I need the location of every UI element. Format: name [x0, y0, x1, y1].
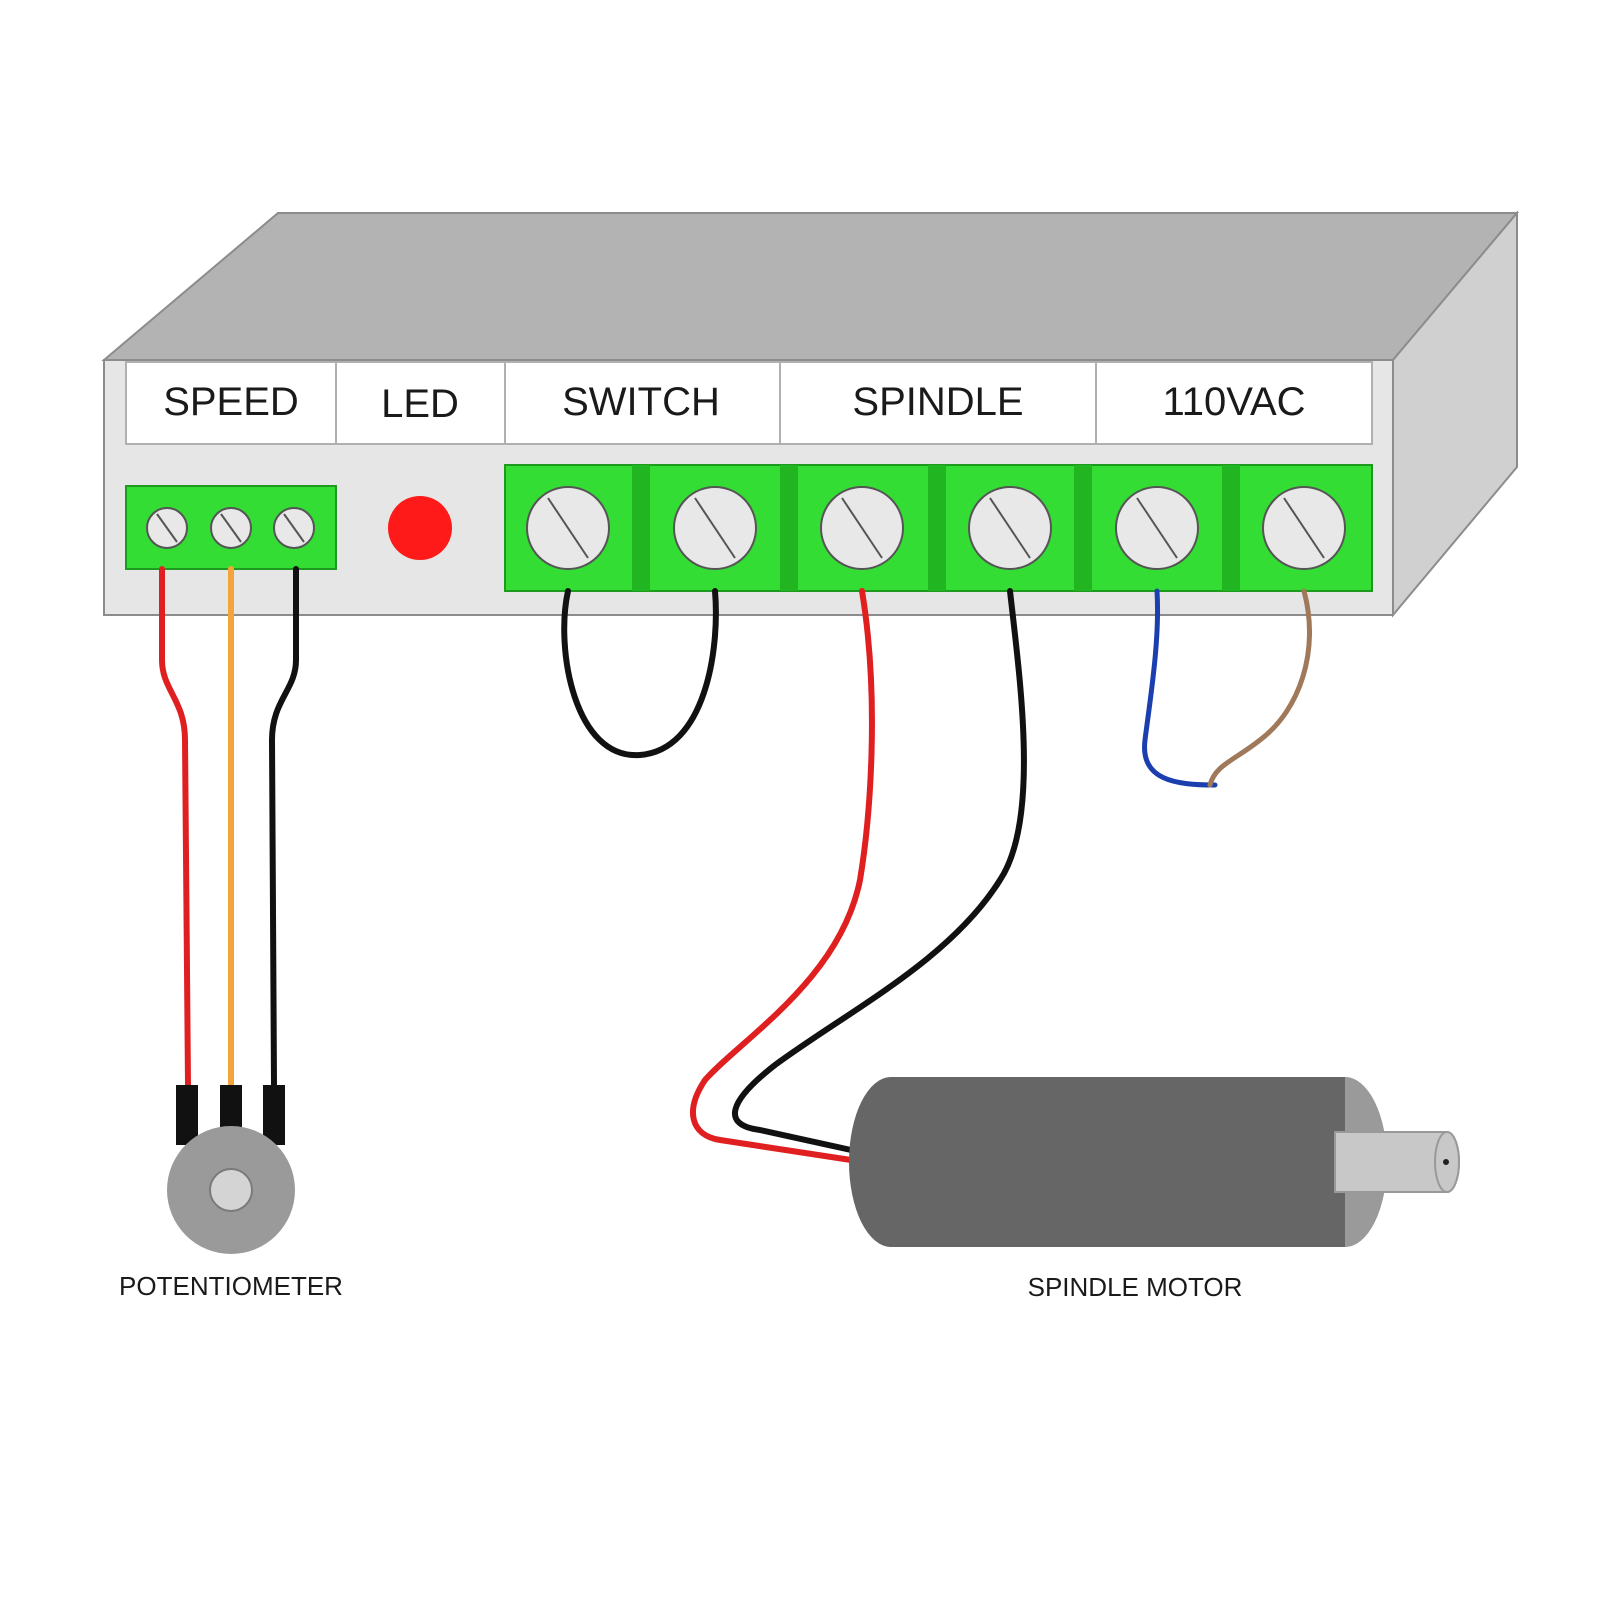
- label-led: LED: [381, 382, 459, 426]
- main-terminal-block: [504, 464, 1373, 592]
- vac-screw-2: [1262, 486, 1346, 570]
- wire-pot-black: [269, 566, 299, 1088]
- led-indicator-icon: [388, 496, 452, 560]
- wire-switch-jumper: [561, 588, 719, 759]
- wire-vac-brown: [1207, 588, 1312, 788]
- speed-screw-3: [273, 507, 315, 549]
- label-switch: SWITCH: [562, 380, 720, 424]
- wire-spindle-red: [690, 588, 875, 1163]
- label-110vac: 110VAC: [1162, 380, 1305, 424]
- spindle-motor-icon: [849, 1077, 1460, 1247]
- potentiometer-icon: [167, 1085, 295, 1254]
- spindle-screw-2: [968, 486, 1052, 570]
- label-speed: SPEED: [163, 380, 299, 424]
- speed-screw-2: [210, 507, 252, 549]
- wires: [159, 566, 1312, 1163]
- wire-vac-blue: [1142, 588, 1218, 788]
- wire-pot-red: [159, 566, 191, 1088]
- caption-spindle-motor: SPINDLE MOTOR: [1028, 1272, 1243, 1302]
- wire-spindle-black: [731, 588, 1027, 1153]
- label-strip: SPEED LED SWITCH SPINDLE 110VAC: [125, 361, 1373, 445]
- controller-box: SPEED LED SWITCH SPINDLE 110VAC: [101, 210, 1520, 618]
- switch-screw-2: [673, 486, 757, 570]
- vac-screw-1: [1115, 486, 1199, 570]
- caption-potentiometer: POTENTIOMETER: [119, 1271, 343, 1301]
- label-spindle: SPINDLE: [852, 380, 1023, 424]
- box-top-face: [101, 212, 1520, 361]
- switch-screw-1: [526, 486, 610, 570]
- speed-screw-1: [146, 507, 188, 549]
- spindle-screw-1: [820, 486, 904, 570]
- speed-terminal-block: [125, 485, 337, 570]
